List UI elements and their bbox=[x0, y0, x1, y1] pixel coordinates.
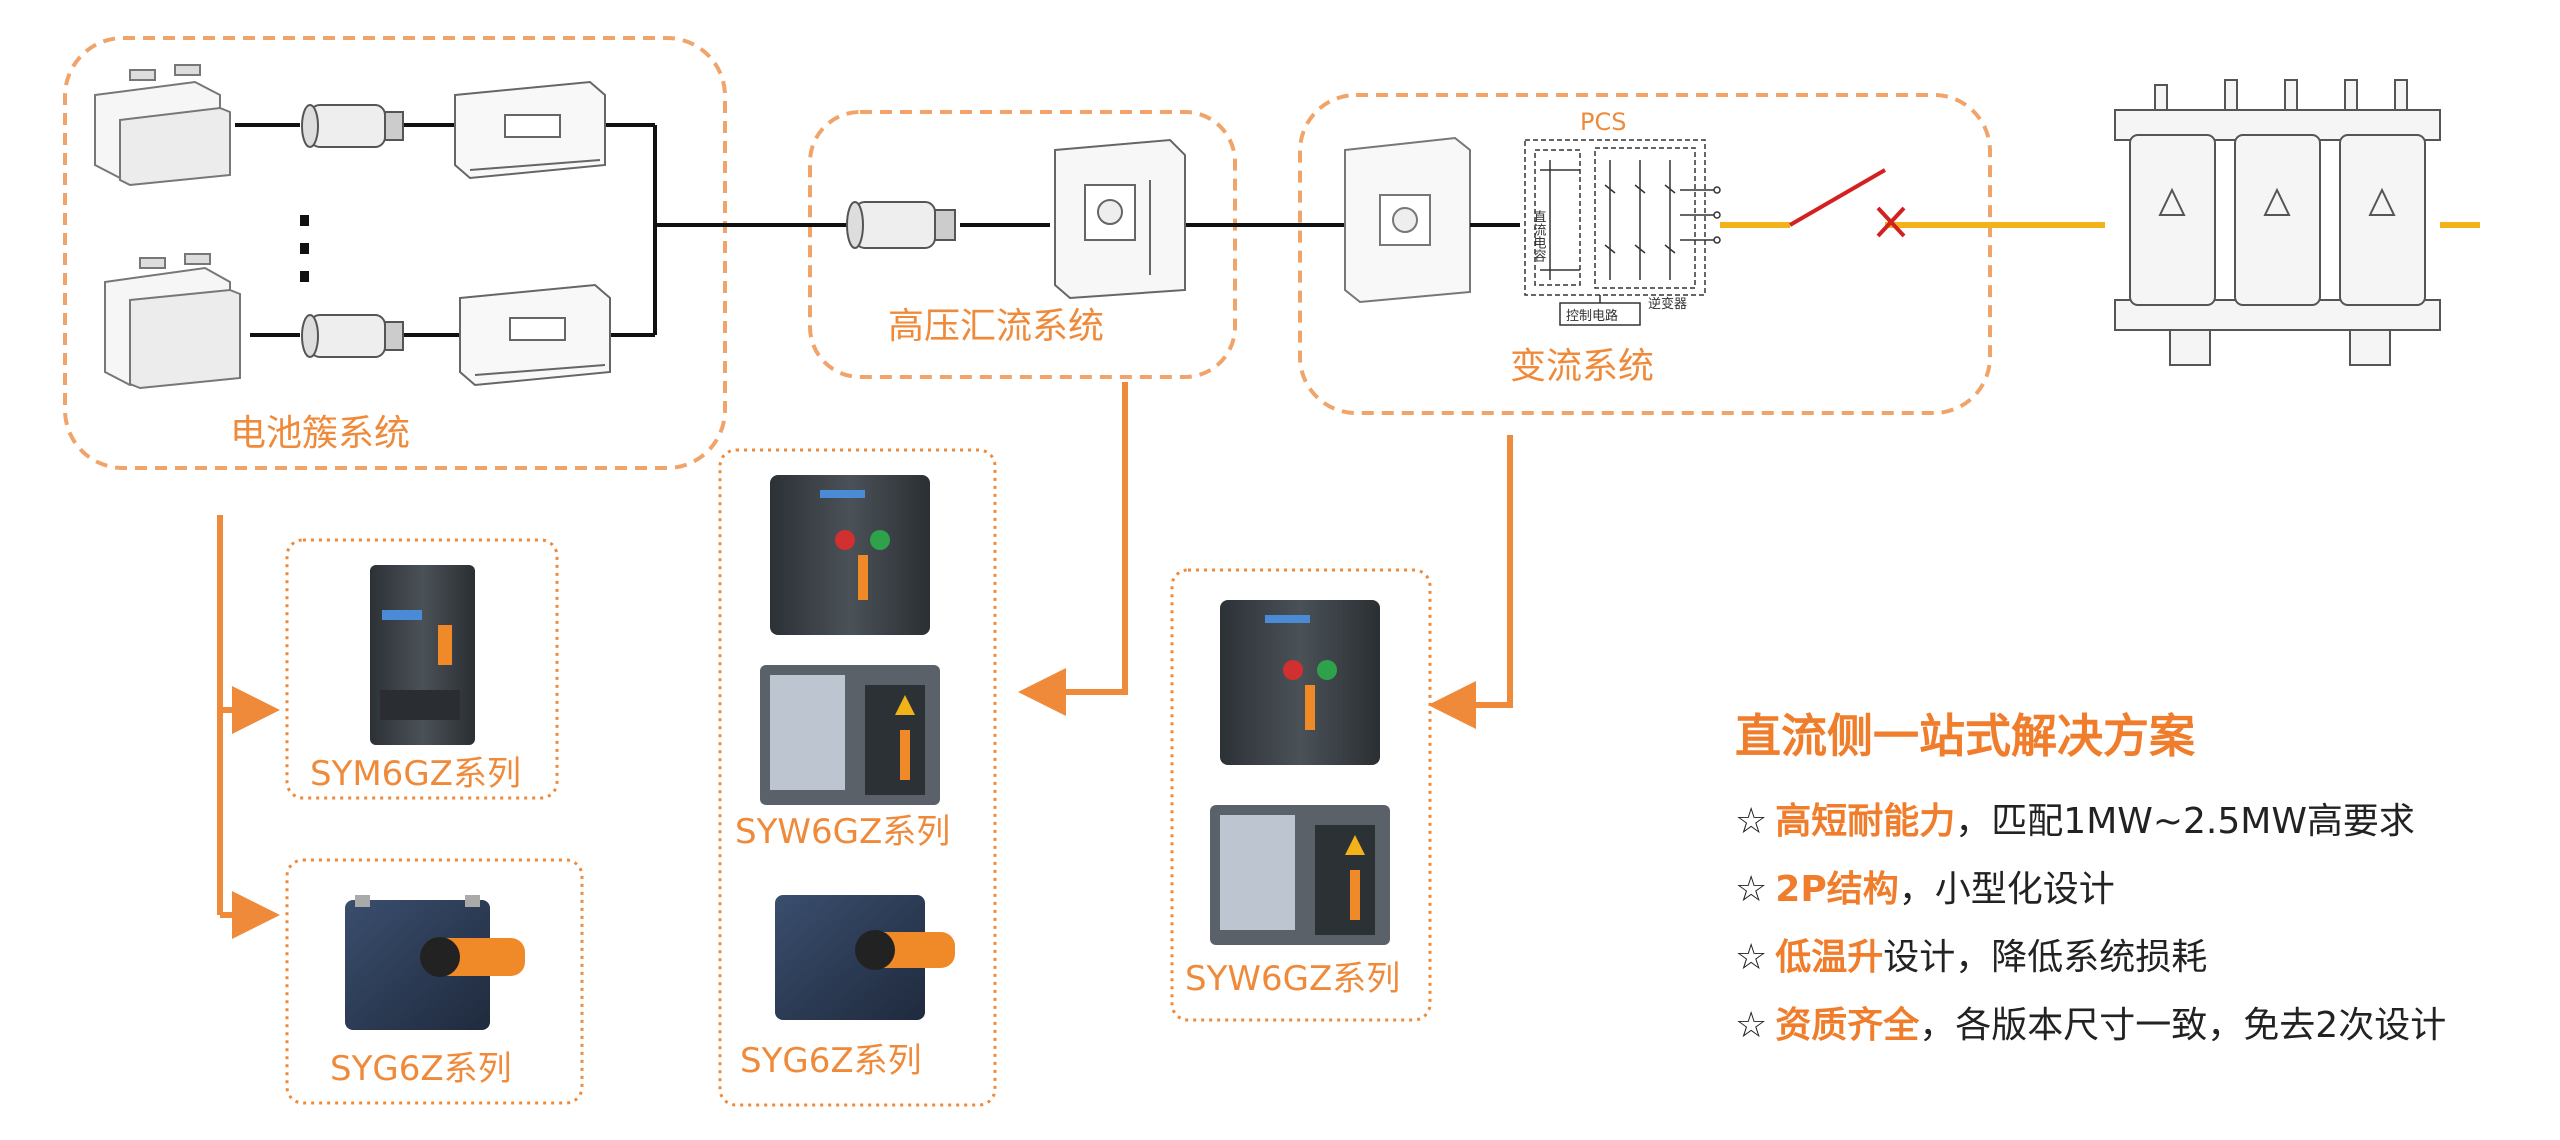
star-icon: ☆ bbox=[1735, 1005, 1768, 1046]
solution-item: ☆低温升设计，降低系统损耗 bbox=[1735, 924, 2535, 992]
battery-cluster-label: 电池簇系统 bbox=[230, 413, 410, 454]
battery-pack-bottom bbox=[104, 253, 241, 390]
solution-highlight: 高短耐能力 bbox=[1775, 801, 1956, 842]
product-box-sym6gz bbox=[285, 538, 559, 800]
fuse-icon bbox=[301, 314, 404, 358]
pcs-control-label: 控制电路 bbox=[1566, 308, 1618, 324]
converter-switch-icon bbox=[1344, 136, 1471, 304]
product-label-syg6z-hv: SYG6Z系列 bbox=[740, 1041, 922, 1081]
star-icon: ☆ bbox=[1735, 801, 1768, 842]
solution-title: 直流侧一站式解决方案 bbox=[1735, 709, 2195, 763]
fuse-icon bbox=[301, 104, 404, 148]
solution-text: ，匹配1MW~2.5MW高要求 bbox=[1955, 801, 2415, 842]
battery-cluster-box bbox=[63, 36, 727, 470]
hv-fuse-icon bbox=[846, 201, 956, 249]
product-label-syg6z-left: SYG6Z系列 bbox=[330, 1049, 512, 1089]
solution-highlight: 2P结构 bbox=[1775, 869, 1899, 910]
bms-box-icon bbox=[459, 283, 611, 387]
solution-text: ，小型化设计 bbox=[1898, 869, 2115, 910]
pcs-dc-cap-label: 直流电容 bbox=[1531, 210, 1547, 263]
open-switch-cross-icon bbox=[1876, 206, 1906, 238]
product-box-converter bbox=[1170, 568, 1432, 1022]
syw6gz-breaker-clear-image bbox=[760, 665, 940, 805]
syw6gz-breaker-image bbox=[770, 475, 930, 635]
product-label-syw6gz-hv: SYW6GZ系列 bbox=[735, 812, 950, 852]
bms-box-icon bbox=[454, 80, 606, 180]
solution-text: 设计，降低系统损耗 bbox=[1883, 937, 2208, 978]
hv-combiner-box bbox=[808, 110, 1237, 379]
battery-pack-top bbox=[94, 64, 231, 187]
converter-label: 变流系统 bbox=[1510, 346, 1654, 387]
solution-item: ☆资质齐全，各版本尺寸一致，免去2次设计 bbox=[1735, 992, 2535, 1060]
star-icon: ☆ bbox=[1735, 869, 1768, 910]
hv-switch-icon bbox=[1054, 138, 1186, 300]
solution-item: ☆高短耐能力，匹配1MW~2.5MW高要求 bbox=[1735, 788, 2535, 856]
ellipsis-dots bbox=[300, 215, 309, 282]
solution-highlight: 资质齐全 bbox=[1775, 1005, 1920, 1046]
solution-text: ，各版本尺寸一致，免去2次设计 bbox=[1919, 1005, 2447, 1046]
product-label-sym6gz: SYM6GZ系列 bbox=[310, 754, 521, 794]
pcs-inverter-label: 逆变器 bbox=[1648, 296, 1687, 312]
solution-item: ☆2P结构，小型化设计 bbox=[1735, 856, 2535, 924]
solution-panel: 直流侧一站式解决方案 ☆高短耐能力，匹配1MW~2.5MW高要求 ☆2P结构，小… bbox=[1735, 700, 2535, 1060]
solution-highlight: 低温升 bbox=[1775, 937, 1884, 978]
sym6gz-breaker-image bbox=[370, 565, 475, 745]
arrows bbox=[217, 382, 1513, 939]
hv-combiner-label: 高压汇流系统 bbox=[888, 306, 1104, 347]
product-box-syg6z-left bbox=[285, 858, 584, 1105]
pcs-circuit bbox=[1524, 139, 1721, 326]
syg6z-disconnector-image-hv bbox=[775, 895, 955, 1020]
transformer-icon bbox=[2114, 79, 2441, 366]
dc-wires-battery bbox=[235, 123, 840, 337]
syw6gz-breaker-clear-image-conv bbox=[1210, 805, 1390, 945]
pcs-label: PCS bbox=[1580, 108, 1626, 136]
star-icon: ☆ bbox=[1735, 937, 1768, 978]
ac-switch-blade bbox=[1788, 168, 1887, 227]
syw6gz-breaker-image-conv bbox=[1220, 600, 1380, 765]
product-box-hv bbox=[718, 448, 997, 1107]
product-label-syw6gz-conv: SYW6GZ系列 bbox=[1185, 959, 1400, 999]
syg6z-disconnector-image bbox=[345, 895, 525, 1030]
converter-box bbox=[1298, 93, 1992, 415]
